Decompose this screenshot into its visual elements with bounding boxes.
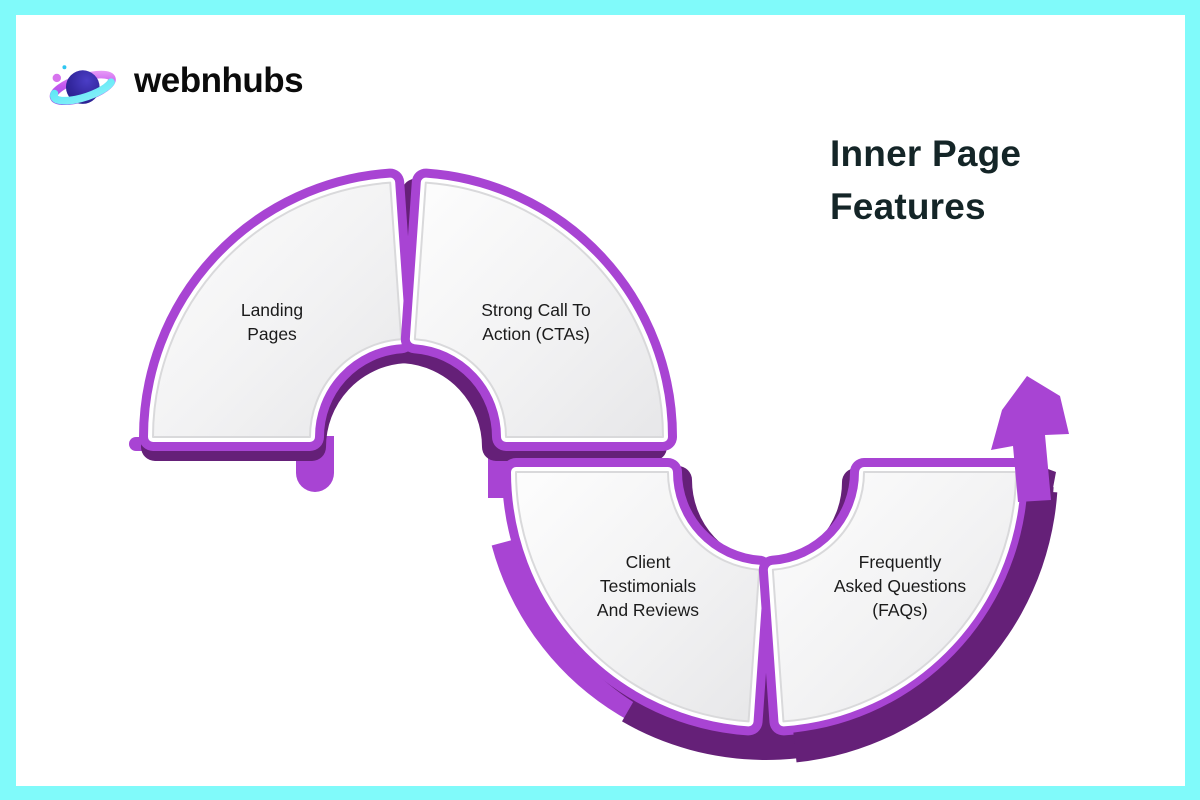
segment-card-4 [758, 458, 1058, 763]
card-face [152, 181, 403, 438]
up-right-arrow-icon [991, 376, 1069, 502]
faq-outer-shadow-band [793, 490, 1058, 763]
pink-dot [52, 73, 61, 83]
segment-label-strong-cta: Strong Call To Action (CTAs) [481, 300, 591, 344]
card-face [413, 181, 664, 438]
card-face [771, 471, 1017, 723]
segment-label-testimonials: Client Testimonials And Reviews [596, 552, 700, 620]
up-right-arrow-icon [991, 376, 1069, 502]
segment-card-2 [400, 168, 677, 451]
segment-label-landing-pages: Landing Pages [240, 300, 304, 344]
segment-label-faqs: Frequently Asked Questions (FAQs) [833, 552, 967, 620]
page-title: Inner Page Features [830, 133, 1022, 227]
segment-cards [139, 168, 1058, 763]
planet-ring-front [50, 78, 115, 105]
planet-with-ring-icon [49, 65, 116, 106]
cyan-dot [62, 65, 67, 70]
segment-card-1 [139, 168, 416, 451]
card-face [515, 471, 761, 723]
logo: webnhubs [40, 48, 304, 114]
segment-card-3 [502, 458, 774, 736]
logo-brand-text: webnhubs [134, 61, 304, 100]
